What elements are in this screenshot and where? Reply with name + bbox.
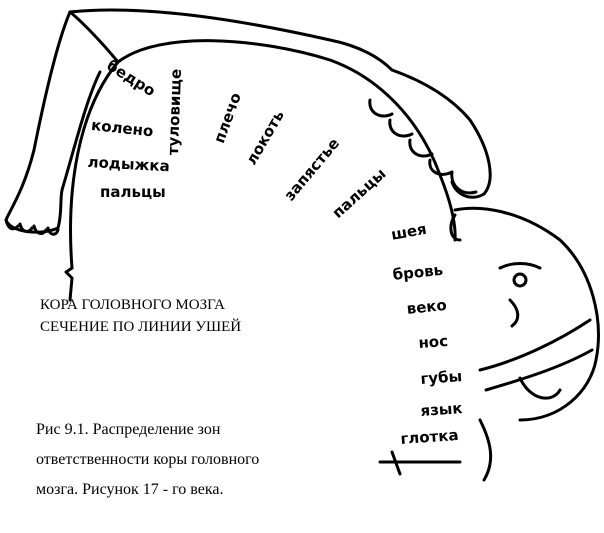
hand-fingers xyxy=(368,98,478,195)
face-eye xyxy=(512,272,528,288)
label-paltsy-foot: пальцы xyxy=(100,183,166,201)
diagram-title-line1: КОРА ГОЛОВНОГО МОЗГА xyxy=(40,297,225,313)
label-veko: веко xyxy=(405,295,448,318)
leg-outline xyxy=(4,10,120,234)
label-nos: нос xyxy=(417,331,449,352)
face-nose xyxy=(508,298,520,328)
label-tulovishche: туловище xyxy=(164,68,186,156)
label-lodyzhka: лодыжка xyxy=(87,153,171,176)
face-mouth xyxy=(478,318,594,392)
face-outline xyxy=(453,206,600,422)
figure-caption-line1: Рис 9.1. Распределение зон xyxy=(36,421,221,438)
face-ear xyxy=(449,213,462,242)
throat-mark xyxy=(378,450,462,476)
label-guby: губы xyxy=(419,367,463,388)
cortex-bracket-tick xyxy=(64,266,74,302)
foot-toes xyxy=(4,218,60,236)
face-tongue xyxy=(518,376,562,400)
diagram-title-line2: СЕЧЕНИЕ ПО ЛИНИИ УШЕЙ xyxy=(40,319,242,335)
throat-outline xyxy=(478,418,493,482)
shin-outline xyxy=(60,70,102,192)
label-glotka: глотка xyxy=(399,425,460,448)
figure-caption-line2: ответственности коры головного xyxy=(36,451,260,468)
label-yazyk: язык xyxy=(419,399,464,420)
hand-outline xyxy=(390,68,492,199)
figure-caption-line3: мозга. Рисунок 17 - го века. xyxy=(36,481,224,498)
thigh-outline xyxy=(68,8,394,72)
face-brow xyxy=(498,262,542,270)
